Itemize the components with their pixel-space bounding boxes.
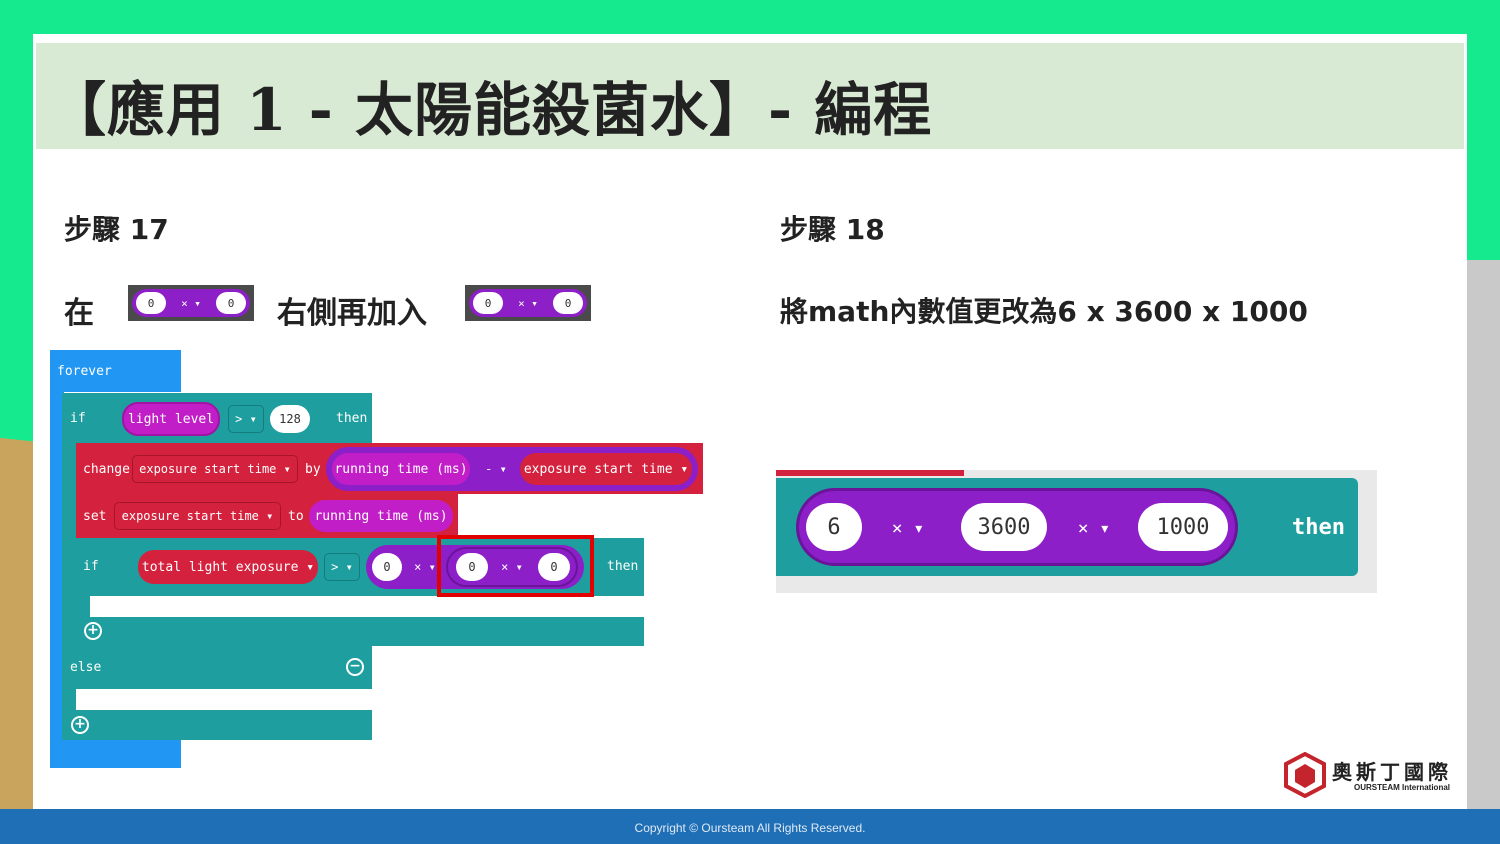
if-label: if xyxy=(70,411,86,426)
change-label: change xyxy=(83,462,130,477)
value-128[interactable]: 128 xyxy=(270,405,310,433)
multiply-operator-dropdown[interactable]: × ▾ xyxy=(878,510,938,546)
else-section xyxy=(62,646,372,689)
value-zero[interactable]: 0 xyxy=(372,553,402,581)
running-time-reporter[interactable]: running time (ms) xyxy=(309,500,453,532)
forever-label: forever xyxy=(57,364,112,379)
footer: Copyright © Oursteam All Rights Reserved… xyxy=(0,809,1500,844)
step17-instr-prefix: 在 xyxy=(64,296,94,331)
add-branch-icon[interactable]: + xyxy=(71,716,89,734)
value-zero[interactable]: 0 xyxy=(456,553,488,581)
to-label: to xyxy=(288,509,304,524)
edited-multiply-block-screenshot: 6 × ▾ 3600 × ▾ 1000 then xyxy=(776,470,1377,593)
value-1000[interactable]: 1000 xyxy=(1138,503,1228,551)
forever-block-bottom xyxy=(50,738,181,768)
copyright-text: Copyright © Oursteam All Rights Reserved… xyxy=(634,821,866,835)
if-block-2-bottom xyxy=(76,617,644,646)
mini-operator: × ▾ xyxy=(518,296,538,310)
value-zero[interactable]: 0 xyxy=(538,553,570,581)
slide-title: 【應用 1 - 太陽能殺菌水】- 編程 xyxy=(48,76,933,144)
by-label: by xyxy=(305,462,321,477)
cube-logo-icon xyxy=(1284,752,1326,798)
mini-left-value: 0 xyxy=(473,292,503,314)
multiply-operator-dropdown[interactable]: × ▾ xyxy=(496,555,528,579)
step17-instr-middle: 右側再加入 xyxy=(277,296,427,331)
light-level-reporter[interactable]: light level xyxy=(122,402,220,436)
forever-block-arm xyxy=(50,392,64,768)
if-block-1-bottom xyxy=(62,710,372,740)
exposure-start-time-reporter[interactable]: exposure start time ▾ xyxy=(520,453,692,485)
forever-block[interactable] xyxy=(50,350,181,392)
mini-multiply-block-2: 0 × ▾ 0 xyxy=(465,285,591,321)
minus-operator-dropdown[interactable]: - ▾ xyxy=(478,455,514,483)
step18-instr: 將math內數值更改為6 x 3600 x 1000 xyxy=(780,295,1308,328)
then-label: then xyxy=(607,559,639,574)
title-bar: 【應用 1 - 太陽能殺菌水】- 編程 xyxy=(36,43,1464,149)
compare-operator-dropdown[interactable]: > ▾ xyxy=(324,553,360,581)
step17-label: 步驟 17 xyxy=(64,213,169,246)
multiply-operator-dropdown[interactable]: × ▾ xyxy=(410,555,440,579)
add-branch-icon[interactable]: + xyxy=(84,622,102,640)
then-label: then xyxy=(1292,515,1345,540)
else-label: else xyxy=(70,660,102,675)
set-label: set xyxy=(83,509,107,524)
mini-left-value: 0 xyxy=(136,292,166,314)
mini-multiply-block-1: 0 × ▾ 0 xyxy=(128,285,254,321)
compare-operator-dropdown[interactable]: > ▾ xyxy=(228,405,264,433)
if-label: if xyxy=(83,559,99,574)
value-3600[interactable]: 3600 xyxy=(961,503,1047,551)
highlight-box xyxy=(437,535,594,597)
then-label: then xyxy=(336,411,368,426)
logo-name-cn: 奧斯丁國際 xyxy=(1332,760,1452,784)
oursteam-logo: 奧斯丁國際 OURSTEAM International xyxy=(1284,752,1464,798)
variable-dropdown[interactable]: exposure start time ▾ xyxy=(114,502,281,530)
remove-branch-icon[interactable]: − xyxy=(346,658,364,676)
mini-right-value: 0 xyxy=(553,292,583,314)
mini-right-value: 0 xyxy=(216,292,246,314)
logo-name-en: OURSTEAM International xyxy=(1354,783,1451,792)
multiply-operator-dropdown[interactable]: × ▾ xyxy=(1064,510,1124,546)
variable-dropdown[interactable]: exposure start time ▾ xyxy=(132,455,298,483)
step18-label: 步驟 18 xyxy=(780,213,885,246)
total-light-exposure-reporter[interactable]: total light exposure ▾ xyxy=(138,550,318,584)
mini-operator: × ▾ xyxy=(181,296,201,310)
if-block-1-arm xyxy=(62,445,76,740)
running-time-reporter[interactable]: running time (ms) xyxy=(332,453,470,485)
red-block-edge xyxy=(776,470,964,476)
value-6[interactable]: 6 xyxy=(806,503,862,551)
